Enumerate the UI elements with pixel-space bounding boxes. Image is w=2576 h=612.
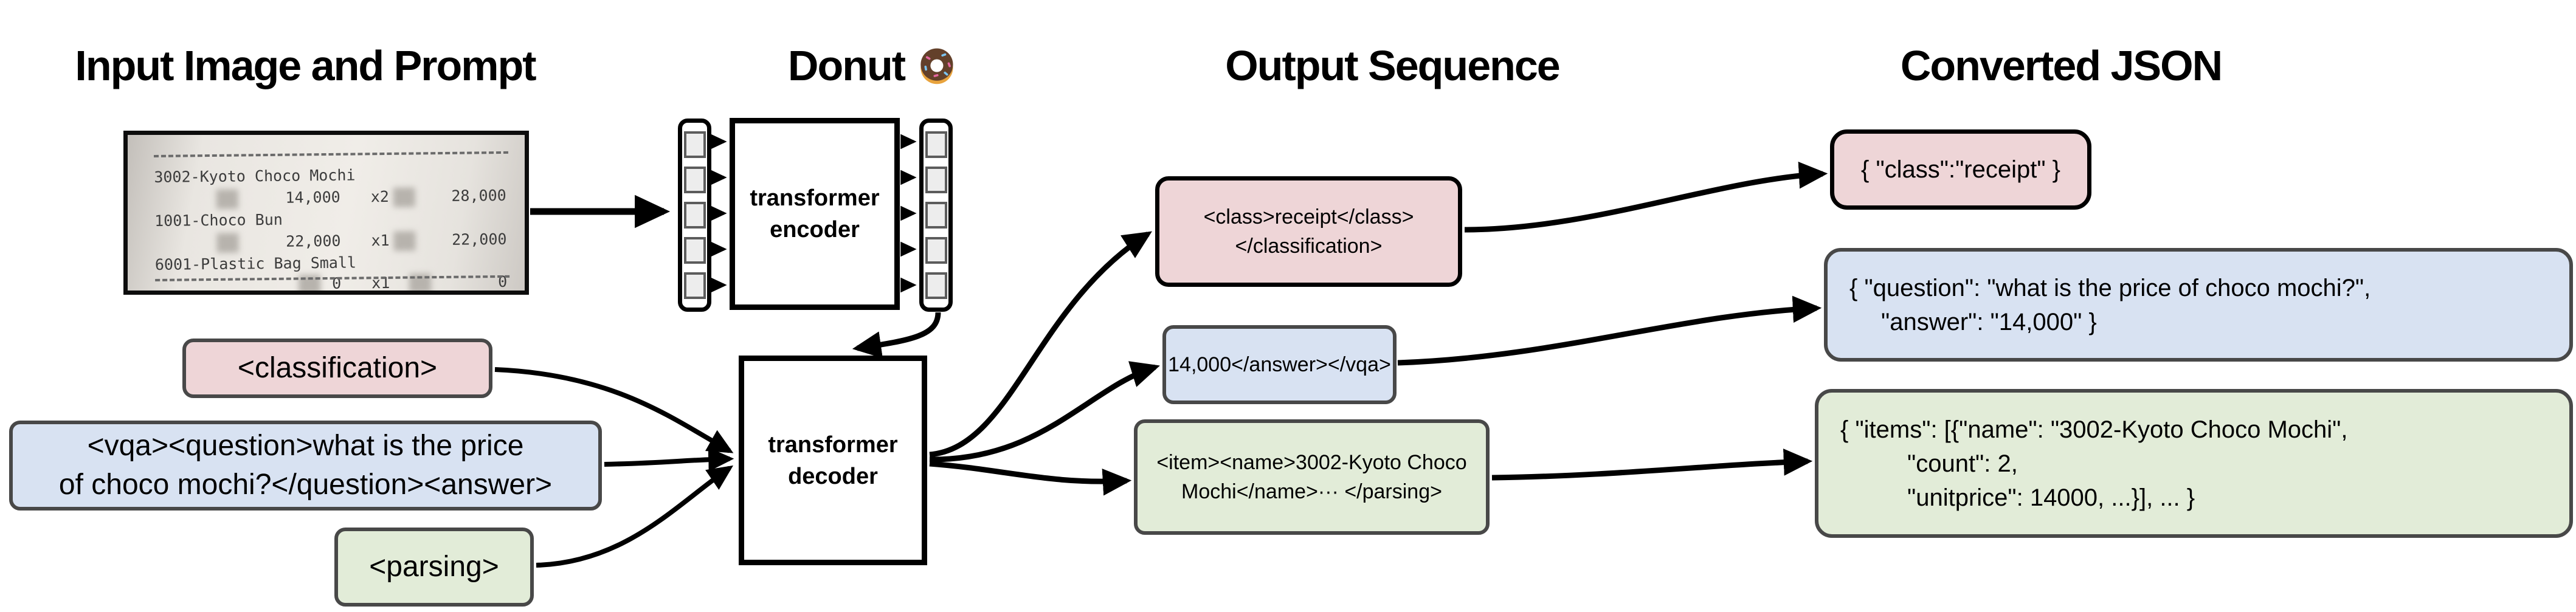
arrow-parsing-prompt-to-decoder [536,465,734,568]
output-parsing-line1: <item><name>3002-Kyoto Choco [1156,451,1467,474]
arrow-parsing-output-to-json [1491,449,1813,481]
json-parsing-line3: "unitprice": 14000, ...}], ... } [1907,484,2195,511]
arrow-decoder-to-parsing-output [929,461,1132,496]
encoder-input-patches [678,119,711,312]
output-parsing-line2: Mochi</name>··· </parsing> [1181,480,1442,503]
json-vqa-line1: { "question": "what is the price of choc… [1849,274,2371,301]
json-parsing-box: { "items": [{"name": "3002-Kyoto Choco M… [1815,389,2573,538]
output-classification-box: <class>receipt</class> </classification> [1155,176,1462,287]
json-vqa-box: { "question": "what is the price of choc… [1824,248,2573,362]
arrow-classification-output-to-json [1464,161,1828,233]
heading-output-text: Output Sequence [1225,42,1560,89]
heading-input-image-and-prompt: Input Image and Prompt [75,41,536,90]
embedding-token [925,237,947,264]
patch-token [683,131,706,158]
json-classification-box: { "class":"receipt" } [1830,129,2091,210]
patch-token [683,167,706,193]
encoder-output-embeddings [919,119,953,312]
heading-donut: Donut [788,41,957,90]
arrow-classification-prompt-to-decoder [494,367,734,453]
donut-icon [920,48,953,84]
json-vqa-line2: "answer": "14,000" } [1881,308,2097,335]
encoder-label-line1: transformer [750,185,880,211]
arrow-vqa-output-to-json [1397,295,1822,366]
prompt-parsing-text: <parsing> [369,551,499,583]
decoder-label-line1: transformer [768,431,898,458]
transformer-decoder-block: transformer decoder [739,356,927,565]
prompt-parsing-box: <parsing> [334,528,534,607]
heading-input-text: Input Image and Prompt [75,42,536,89]
heading-donut-text: Donut [787,42,906,89]
json-parsing-line2: "count": 2, [1907,450,2018,477]
json-classification-text: { "class":"receipt" } [1860,156,2061,183]
embedding-token [925,202,947,229]
output-classification-line1: <class>receipt</class> [1203,205,1414,229]
json-parsing-line1: { "items": [{"name": "3002-Kyoto Choco M… [1840,416,2348,443]
output-vqa-box: 14,000</answer></vqa> [1162,325,1397,404]
output-parsing-box: <item><name>3002-Kyoto Choco Mochi</name… [1134,419,1490,535]
embedding-token [925,167,947,193]
heading-json-text: Converted JSON [1900,42,2223,89]
patch-token [683,272,706,299]
embedding-token [925,131,947,158]
arrow-vqa-prompt-to-decoder [604,447,734,472]
encoder-label-line2: encoder [770,217,860,242]
patch-token [683,202,706,229]
prompt-classification-box: <classification> [182,339,492,398]
input-receipt-image: 3002-Kyoto Choco Mochi 14,000 x2 28,000 … [123,131,529,295]
prompt-vqa-line1: <vqa><question>what is the price [87,430,524,462]
prompt-classification-text: <classification> [237,352,438,384]
output-vqa-line1: 14,000</answer></vqa> [1168,353,1391,376]
patch-token [683,237,706,264]
prompt-vqa-line2: of choco mochi?</question><answer> [58,469,553,501]
arrow-encoder-to-decoder [852,312,941,359]
arrow-decoder-to-vqa-output [929,361,1160,462]
arrow-decoder-to-classification-output [929,231,1152,458]
transformer-encoder-block: transformer encoder [730,118,900,310]
decoder-label-line2: decoder [788,463,878,489]
output-classification-line2: </classification> [1235,235,1383,258]
embedding-token [925,272,947,299]
heading-output-sequence: Output Sequence [1225,41,1560,90]
heading-converted-json: Converted JSON [1900,41,2223,90]
prompt-vqa-box: <vqa><question>what is the price of choc… [9,421,602,511]
